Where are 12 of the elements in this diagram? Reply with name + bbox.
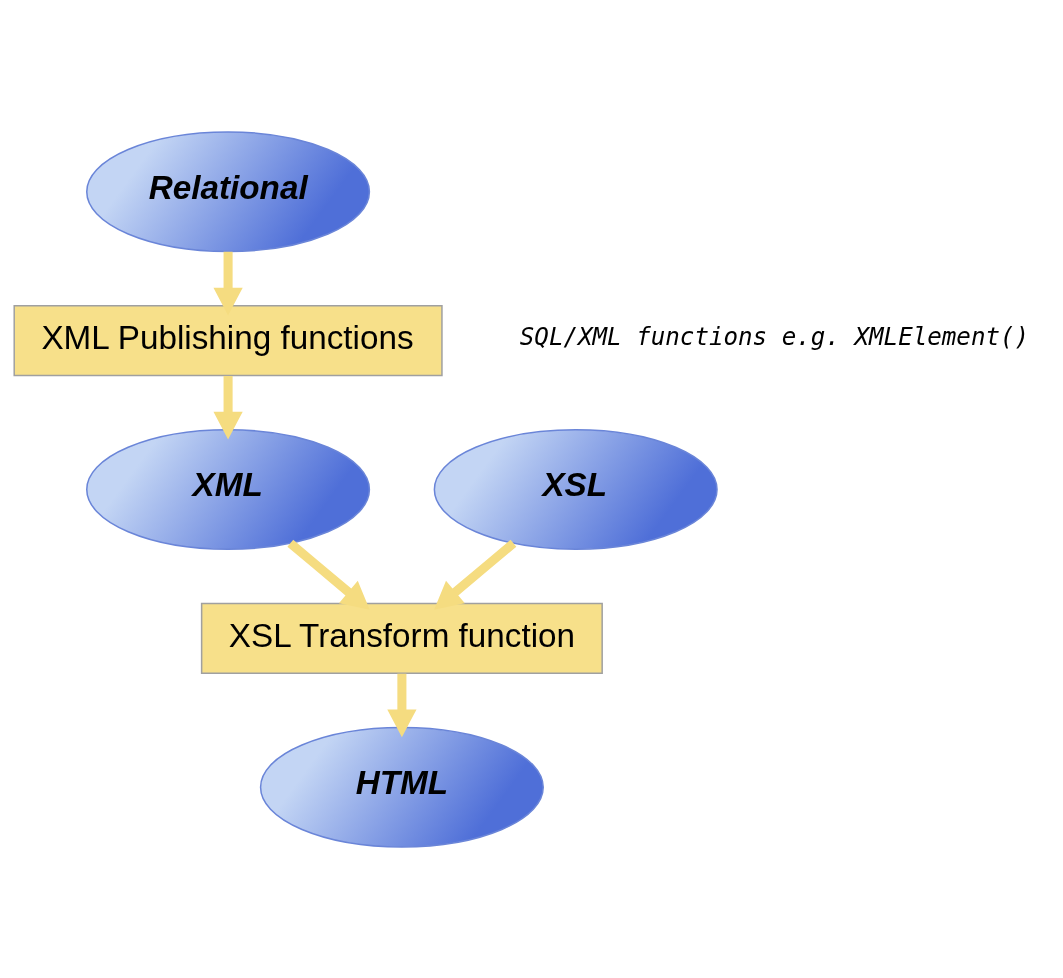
node-box: XML Publishing functions <box>13 304 443 376</box>
node-ellipse: XML <box>86 428 371 550</box>
node-ellipse: HTML <box>259 726 544 848</box>
arrow <box>387 673 417 737</box>
node-box: XSL Transform function <box>200 602 603 674</box>
node-ellipse: Relational <box>86 130 371 252</box>
arrow <box>213 375 243 440</box>
node-ellipse: XSL <box>433 428 718 550</box>
arrow <box>287 539 370 610</box>
arrow <box>213 251 243 316</box>
arrow <box>434 539 517 610</box>
label: SQL/XML functions e.g. XMLElement() <box>519 322 1030 351</box>
